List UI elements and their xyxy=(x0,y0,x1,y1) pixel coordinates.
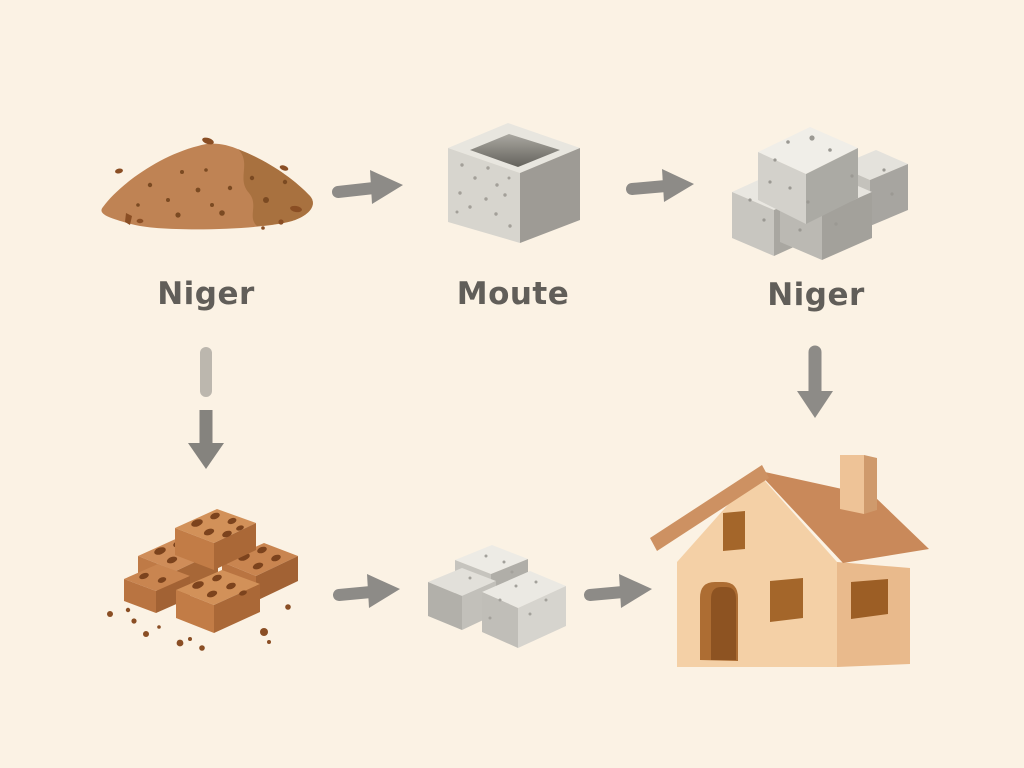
arrow-soil-to-bricks xyxy=(188,347,224,469)
arrow-soil-to-mold xyxy=(332,170,403,204)
concrete-block-stack-label: Niger xyxy=(767,277,865,313)
mold-label: Moute xyxy=(456,276,570,312)
arrow-mold-to-blocks xyxy=(626,169,694,202)
soil-pile-icon xyxy=(101,137,313,230)
brick-pile-icon xyxy=(107,509,298,651)
arrow-small-blocks-to-house xyxy=(584,574,652,608)
concrete-block-stack-icon xyxy=(732,127,908,260)
soil-pile-label: Niger xyxy=(157,276,255,312)
mold-icon xyxy=(448,123,580,243)
house-icon xyxy=(650,455,929,667)
arrow-blocks-to-house xyxy=(797,345,833,418)
small-block-group-icon xyxy=(428,545,566,648)
arrow-bricks-to-small-blocks xyxy=(333,574,400,608)
